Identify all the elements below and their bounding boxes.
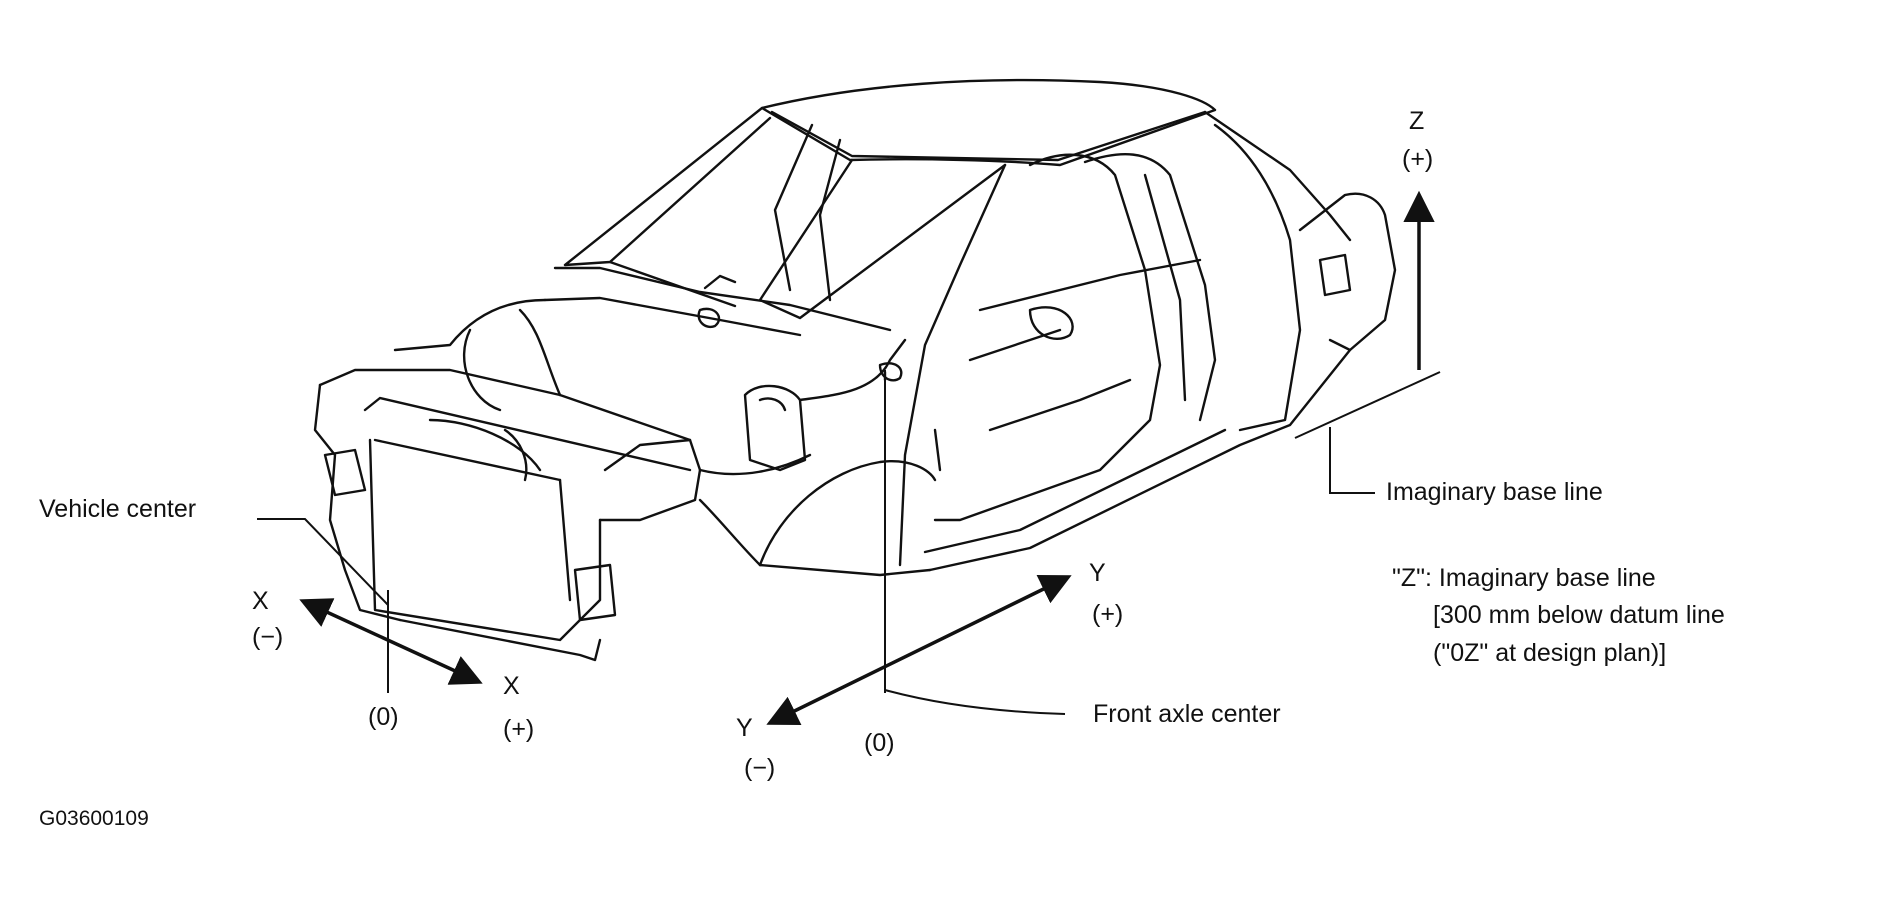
figure-code: G03600109: [39, 807, 149, 830]
z-note-line1: "Z": Imaginary base line: [1392, 564, 1656, 592]
vehicle-center-label: Vehicle center: [39, 495, 197, 523]
z-note-line2: [300 mm below datum line: [1433, 601, 1725, 629]
y-minus-sign: (−): [744, 754, 776, 782]
car-body-drawing: [313, 78, 1397, 662]
x-minus-letter: X: [252, 587, 269, 615]
axis-arrows: [299, 190, 1435, 726]
x-plus-letter: X: [503, 672, 520, 700]
imaginary-base-line-leader: [1329, 427, 1375, 494]
y-plus-letter: Y: [1089, 559, 1106, 587]
front-axle-center-label: Front axle center: [1093, 700, 1281, 728]
imaginary-base-line: [1294, 371, 1441, 439]
z-note-line3: ("0Z" at design plan)]: [1433, 639, 1667, 667]
front-wheel-arch: [758, 460, 937, 567]
front-axle-center-leader: [884, 689, 1066, 715]
y-axis-arrow: [766, 574, 1072, 726]
z-plus-sign: (+): [1402, 145, 1434, 173]
imaginary-base-line-label: Imaginary base line: [1386, 478, 1603, 506]
strut-tower: [743, 384, 807, 472]
x-minus-sign: (−): [252, 623, 284, 651]
side-sill: [928, 348, 1352, 572]
roof-panel: [760, 78, 1217, 167]
y-minus-letter: Y: [736, 714, 753, 742]
cowl: [553, 266, 892, 332]
vehicle-center-leader: [257, 518, 389, 606]
y-plus-sign: (+): [1092, 600, 1124, 628]
windshield-frame: [563, 106, 772, 267]
x-origin-label: (0): [368, 703, 399, 731]
z-plus-letter: Z: [1409, 107, 1425, 135]
x-plus-sign: (+): [503, 715, 535, 743]
x-axis-arrow: [299, 598, 483, 685]
y-origin-label: (0): [864, 729, 895, 757]
